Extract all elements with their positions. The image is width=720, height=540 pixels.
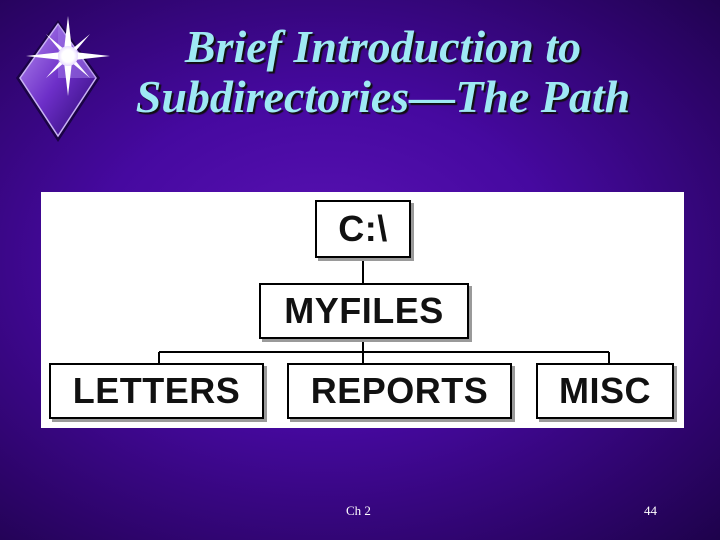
slide-title: Brief Introduction to Subdirectories—The… (88, 22, 678, 122)
footer-chapter: Ch 2 (346, 503, 371, 518)
directory-tree-diagram: C:\ MYFILES LETTERS REPORTS MISC (41, 192, 684, 428)
slide-title-line-2: Subdirectories—The Path (135, 71, 631, 122)
node-reports: REPORTS (287, 363, 512, 419)
node-letters: LETTERS (49, 363, 264, 419)
slide-title-line-1: Brief Introduction to (184, 21, 582, 72)
footer-page-number: 44 (644, 503, 657, 518)
tree-connectors (158, 258, 610, 363)
node-myfiles: MYFILES (259, 283, 469, 339)
node-misc: MISC (536, 363, 674, 419)
star-diamond-logo-icon (16, 16, 110, 142)
node-root-drive: C:\ (315, 200, 411, 258)
